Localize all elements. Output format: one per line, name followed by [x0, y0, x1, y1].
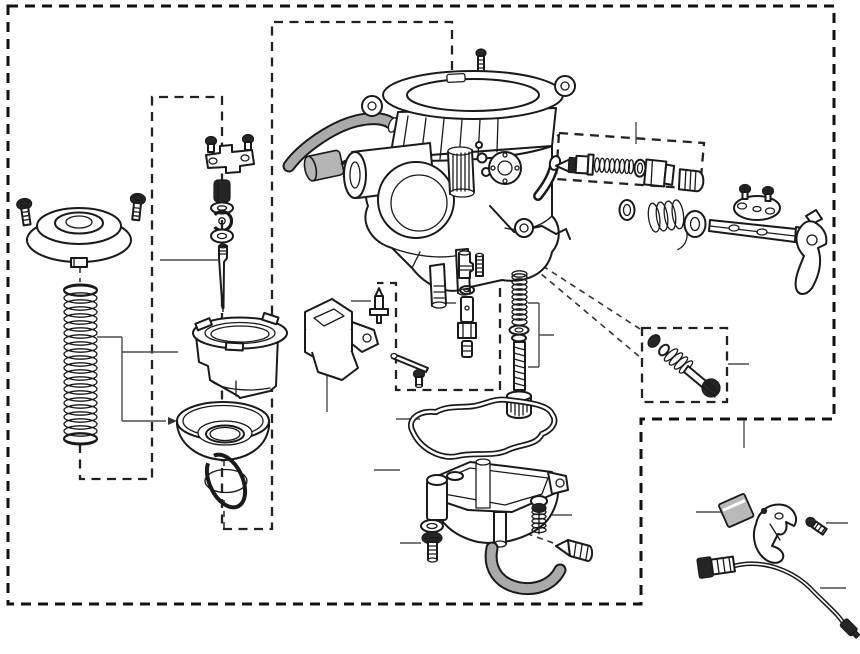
- float-valve-set: [554, 153, 705, 193]
- part-pilot-screw: [506, 341, 532, 419]
- part-air-screw-cap: [647, 334, 661, 348]
- part-float-valve-plug: [677, 168, 705, 193]
- part-bowl-screw-washer: [420, 519, 444, 533]
- part-bowl-screw: [421, 531, 443, 563]
- spring-coil-loop: [511, 283, 528, 291]
- part-float-valve-seat: [643, 158, 676, 188]
- spring-coil-loop: [63, 355, 98, 367]
- spring-coil-loop: [63, 320, 98, 332]
- part-main-jet: [458, 250, 474, 279]
- diaphragm-chamber-group-box: [78, 20, 454, 531]
- spring-coil-loop: [531, 526, 547, 534]
- spring-coil-loop: [63, 383, 98, 395]
- part-cover-screw-left: [16, 197, 33, 227]
- part-top-cover-screw: [475, 48, 487, 73]
- spring-coil-loop: [511, 308, 528, 316]
- part-pilot-screw-spring: [511, 270, 528, 326]
- part-vacuum-piston-slide: [192, 311, 288, 399]
- part-needle-spring-seat: [213, 179, 231, 203]
- spring-coil-loop: [63, 376, 98, 388]
- part-overflow-hose: [484, 541, 567, 596]
- part-pilot-jet: [475, 252, 484, 277]
- part-float-arm-screw: [412, 368, 426, 389]
- spring-coil-loop: [63, 397, 98, 409]
- spring-coil-loop: [63, 285, 98, 297]
- spring-coil-loop: [63, 341, 98, 353]
- part-throttle-plate-screw-left: [738, 183, 752, 200]
- spring-coil-loop: [531, 522, 547, 529]
- leader-lines: [97, 122, 848, 589]
- part-diaphragm: [176, 401, 270, 461]
- part-throttle-lever: [794, 209, 828, 295]
- spring-coil-loop: [63, 348, 98, 360]
- part-shaft-seal: [618, 199, 636, 221]
- part-float-pin: [390, 352, 429, 373]
- spring-coil-loop: [63, 404, 98, 416]
- part-needle-washer-lower: [210, 228, 234, 244]
- part-needle-retainer-bracket: [205, 144, 255, 174]
- spring-coil-loop: [63, 411, 98, 423]
- spring-coil-loop: [63, 432, 98, 444]
- spring-coil-loop: [63, 390, 98, 402]
- spring-coil-loop: [531, 513, 547, 520]
- spring-coil-loop: [63, 418, 98, 430]
- part-air-screw-washer: [658, 343, 670, 357]
- part-cover-screw-right: [129, 192, 147, 222]
- part-vacuum-chamber-cover: [26, 207, 132, 268]
- part-carburetor-body: [343, 70, 576, 309]
- part-drain-plug: [555, 539, 594, 562]
- spring-coil-loop: [63, 425, 98, 437]
- part-float-valve-needle: [554, 153, 595, 176]
- spring-coil-loop: [63, 369, 98, 381]
- part-shaft-collar: [683, 210, 707, 238]
- spring-coil-loop: [63, 299, 98, 311]
- part-bracket-screw-left: [204, 135, 218, 153]
- part-throttle-linkage: [489, 205, 571, 240]
- spring-coil-loop: [63, 327, 98, 339]
- part-needle-jet-o-ring: [459, 285, 475, 295]
- leader-arrow: [168, 417, 177, 425]
- part-heater-screw: [805, 516, 828, 536]
- part-needle-jet: [461, 340, 473, 358]
- part-pilot-screw-washer: [508, 324, 530, 343]
- part-intake-cap: [303, 149, 345, 182]
- spring-coil-loop: [63, 306, 98, 318]
- spring-coil-loop: [511, 298, 528, 306]
- spring-coil-loop: [511, 273, 528, 281]
- spring-coil-loop: [531, 517, 547, 525]
- part-needle-e-ring: [210, 209, 234, 233]
- spring-coil-loop: [63, 292, 98, 304]
- part-throttle-plate: [733, 195, 781, 221]
- part-air-screw: [683, 365, 721, 398]
- part-bracket-screw-right: [241, 133, 255, 151]
- spring-coil-loop: [63, 334, 98, 346]
- spring-coil-loop: [511, 288, 528, 296]
- part-heater-bracket: [752, 503, 798, 564]
- spring-coil-loop: [511, 293, 528, 301]
- full-assembly-outline: [6, 4, 836, 606]
- spring-coil-loop: [63, 362, 98, 374]
- part-float-bowl: [426, 458, 569, 548]
- part-jet-needle: [218, 243, 228, 309]
- part-drain-screw: [530, 495, 548, 535]
- part-needle-jet-holder: [457, 296, 477, 339]
- part-float-needle: [369, 287, 389, 324]
- part-bowl-gasket: [408, 396, 558, 460]
- spring-coil-loop: [511, 303, 528, 311]
- part-throttle-plate-screw-right: [761, 185, 775, 202]
- part-heater-cable: [696, 555, 860, 639]
- spring-coil-loop: [511, 278, 528, 286]
- part-throttle-return-spring: [647, 199, 688, 251]
- part-main-spring: [63, 283, 98, 446]
- part-needle-washer-upper: [210, 201, 234, 215]
- part-heater-pad: [718, 493, 755, 528]
- spring-coil-loop: [531, 508, 547, 516]
- air-screw-group-box: [640, 326, 729, 404]
- spring-coil-loop: [511, 313, 528, 321]
- part-float-valve-spring: [593, 157, 635, 175]
- part-diaphragm-ring: [204, 452, 248, 510]
- spring-coil-loop: [63, 313, 98, 325]
- part-float: [304, 298, 379, 381]
